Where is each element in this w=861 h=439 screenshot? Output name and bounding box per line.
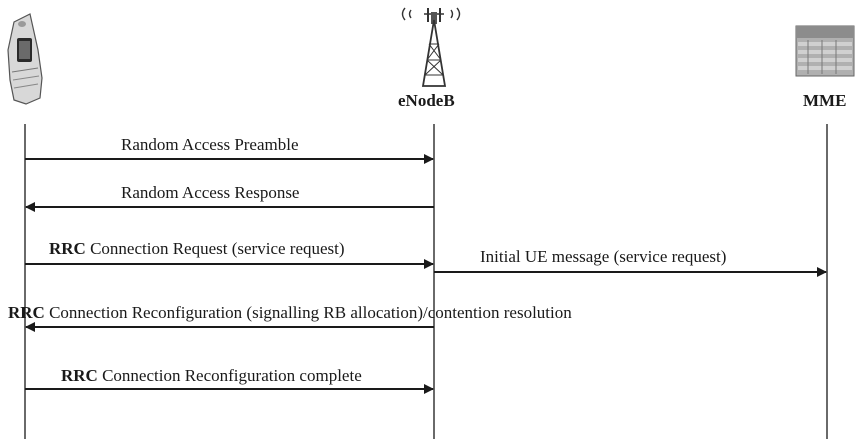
message-text: Random Access Response [121, 183, 300, 202]
message-text: Random Access Preamble [121, 135, 299, 154]
mobile-phone-icon [7, 13, 43, 105]
message-text: Connection Request (service request) [85, 239, 345, 258]
enodeb-label: eNodeB [398, 91, 455, 110]
message-label-initial-ue-message: Initial UE message (service request) [480, 247, 726, 267]
server-rack-icon [795, 25, 855, 77]
message-label-random-access-preamble: Random Access Preamble [121, 135, 299, 155]
message-text: Connection Reconfiguration (signalling R… [44, 303, 572, 322]
message-label-random-access-response: Random Access Response [121, 183, 299, 203]
message-bold-prefix: RRC [49, 239, 86, 258]
message-label-rrc-reconfiguration-complete: RRC Connection Reconfiguration complete [61, 366, 362, 386]
mme-label: MME [803, 91, 847, 110]
message-label-rrc-connection-reconfiguration: RRC Connection Reconfiguration (signalli… [8, 303, 572, 323]
message-bold-prefix: RRC [8, 303, 45, 322]
message-bold-prefix: RRC [61, 366, 98, 385]
message-label-rrc-connection-request: RRC Connection Request (service request) [49, 239, 345, 259]
radio-tower-icon [401, 7, 461, 87]
message-text: Connection Reconfiguration complete [97, 366, 362, 385]
message-text: Initial UE message (service request) [480, 247, 727, 266]
